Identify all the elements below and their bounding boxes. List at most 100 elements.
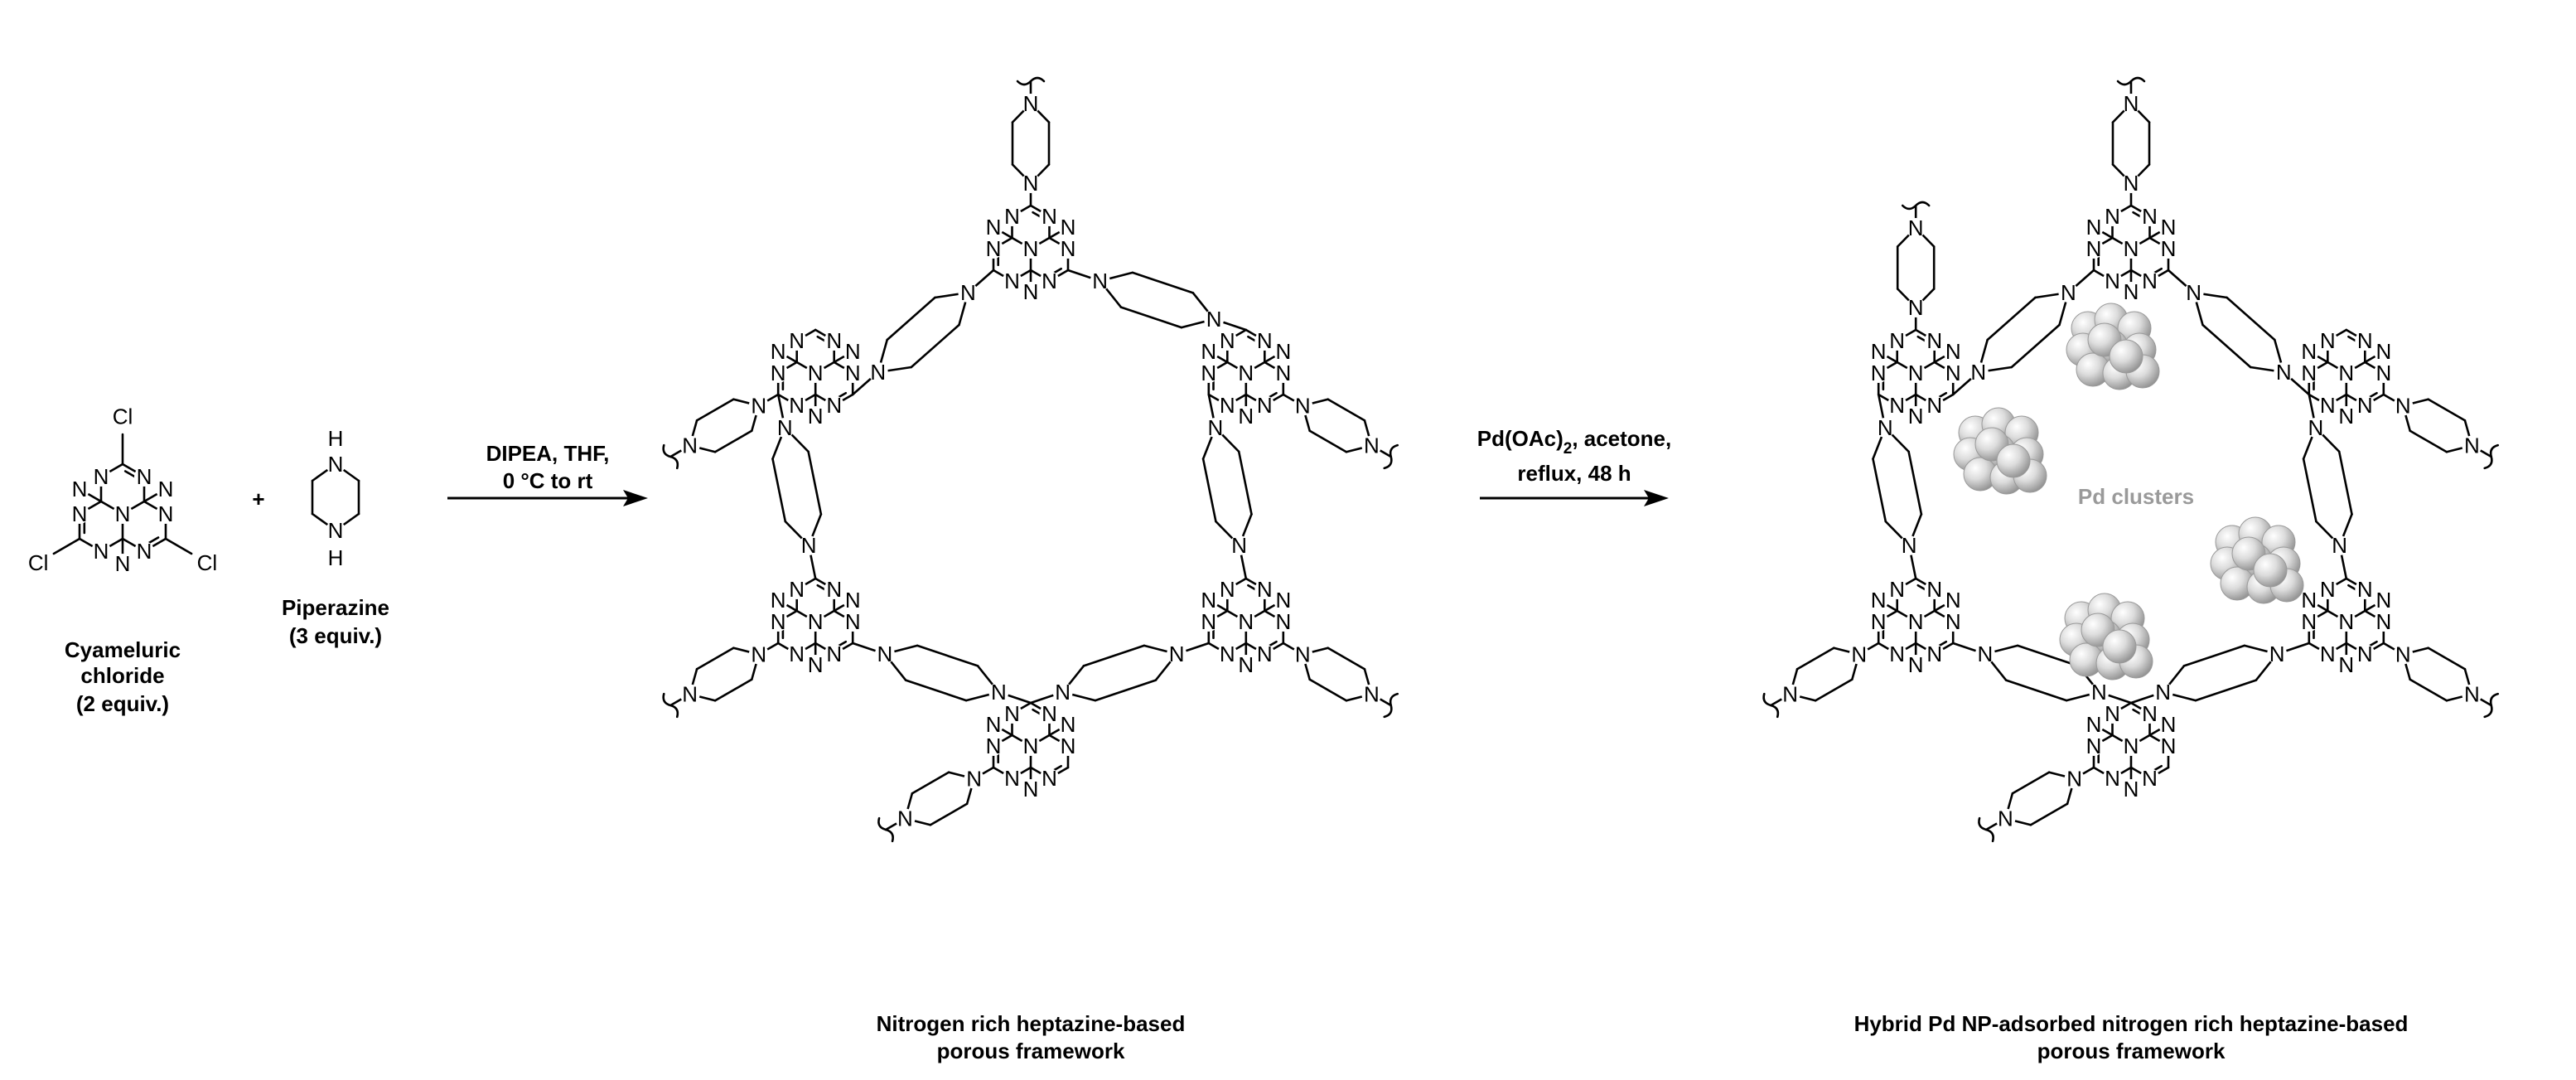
- nitrogen-atom: N: [72, 501, 88, 526]
- nitrogen-atom: N: [137, 539, 152, 564]
- nitrogen-atom: N: [2338, 652, 2354, 677]
- pd-cluster: [2210, 516, 2304, 604]
- nitrogen-atom: N: [2276, 360, 2292, 385]
- nitrogen-atom: N: [2301, 339, 2317, 364]
- nitrogen-atom: N: [2124, 777, 2139, 802]
- nitrogen-atom: N: [1220, 393, 1235, 418]
- nitrogen-atom: N: [808, 652, 824, 677]
- nitrogen-atom: N: [897, 806, 913, 831]
- nitrogen-atom: N: [1023, 279, 1039, 304]
- reaction-arrow-1: [447, 490, 648, 506]
- nitrogen-atom: N: [1275, 361, 1291, 385]
- nitrogen-atom: N: [1220, 642, 1235, 666]
- nitrogen-atom: N: [771, 361, 786, 385]
- nitrogen-atom: N: [1275, 339, 1291, 364]
- nitrogen-atom: N: [1908, 609, 1924, 634]
- nitrogen-atom: N: [682, 682, 698, 707]
- nitrogen-atom: N: [2105, 204, 2120, 229]
- product2-label-line1: Hybrid Pd NP-adsorbed nitrogen rich hept…: [1854, 1011, 2409, 1036]
- nitrogen-atom: N: [1206, 307, 1222, 332]
- nitrogen-atom: N: [1889, 393, 1905, 418]
- nitrogen-atom: N: [1042, 204, 1057, 229]
- nitrogen-atom: N: [328, 518, 344, 543]
- pd-clusters: [1953, 303, 2304, 680]
- pd-atom-sphere: [1996, 443, 2031, 478]
- nitrogen-atom: N: [1201, 609, 1216, 634]
- nitrogen-atom: N: [2124, 91, 2139, 116]
- nitrogen-atom: N: [2357, 642, 2373, 666]
- nitrogen-atom: N: [789, 393, 805, 418]
- product1-label-line1: Nitrogen rich heptazine-based: [877, 1011, 1186, 1036]
- nitrogen-atom: N: [771, 339, 786, 364]
- hydrogen-atom: H: [328, 545, 344, 570]
- nitrogen-atom: N: [2161, 734, 2177, 758]
- step2-reagents-line2: reflux, 48 h: [1517, 461, 1631, 486]
- nitrogen-atom: N: [2161, 236, 2177, 261]
- nitrogen-atom: N: [2320, 328, 2336, 353]
- nitrogen-atom: N: [2124, 236, 2139, 261]
- nitrogen-atom: N: [1908, 295, 1924, 320]
- nitrogen-atom: N: [1055, 680, 1071, 705]
- nitrogen-atom: N: [808, 404, 824, 429]
- nitrogen-atom: N: [2338, 609, 2354, 634]
- pd-cluster: [1953, 407, 2047, 495]
- nitrogen-atom: N: [2332, 533, 2347, 558]
- pd-atom-sphere: [2109, 339, 2143, 374]
- nitrogen-atom: N: [870, 360, 886, 385]
- nitrogen-atom: N: [72, 477, 88, 501]
- nitrogen-atom: N: [1004, 701, 1020, 726]
- hydrogen-atom: H: [328, 426, 344, 451]
- nitrogen-atom: N: [1238, 609, 1254, 634]
- reaction-arrow-2: [1480, 490, 1669, 506]
- nitrogen-atom: N: [1238, 404, 1254, 429]
- nitrogen-atom: N: [1889, 642, 1905, 666]
- nitrogen-atom: N: [1023, 734, 1039, 758]
- nitrogen-atom: N: [2086, 215, 2102, 240]
- nitrogen-atom: N: [1364, 682, 1380, 707]
- nitrogen-atom: N: [966, 767, 982, 792]
- nitrogen-atom: N: [2105, 269, 2120, 293]
- nitrogen-atom: N: [2357, 328, 2373, 353]
- nitrogen-atom: N: [1004, 766, 1020, 791]
- nitrogen-atom: N: [2161, 215, 2177, 240]
- nitrogen-atom: N: [826, 328, 842, 353]
- nitrogen-atom: N: [1977, 642, 1993, 666]
- nitrogen-atom: N: [2375, 339, 2391, 364]
- nitrogen-atom: N: [2124, 734, 2139, 758]
- nitrogen-atom: N: [158, 477, 174, 501]
- nitrogen-atom: N: [751, 642, 766, 667]
- cyameluric-chloride-equiv: (2 equiv.): [76, 691, 169, 716]
- nitrogen-atom: N: [1908, 216, 1924, 240]
- nitrogen-atom: N: [2186, 280, 2201, 305]
- nitrogen-atom: N: [1998, 806, 2013, 831]
- nitrogen-atom: N: [158, 501, 174, 526]
- nitrogen-atom: N: [789, 642, 805, 666]
- nitrogen-atom: N: [137, 464, 152, 489]
- nitrogen-atom: N: [1889, 577, 1905, 602]
- nitrogen-atom: N: [1231, 533, 1247, 558]
- nitrogen-atom: N: [2142, 766, 2158, 791]
- nitrogen-atom: N: [1257, 642, 1273, 666]
- cyameluric-chloride-name-line1: Cyameluric: [65, 637, 181, 662]
- nitrogen-atom: N: [2061, 280, 2076, 305]
- nitrogen-atom: N: [1220, 328, 1235, 353]
- nitrogen-atom: N: [2375, 609, 2391, 634]
- nitrogen-atom: N: [808, 609, 824, 634]
- nitrogen-atom: N: [1023, 777, 1039, 802]
- nitrogen-atom: N: [2395, 642, 2411, 667]
- nitrogen-atom: N: [789, 328, 805, 353]
- nitrogen-atom: N: [1871, 339, 1887, 364]
- nitrogen-atom: N: [2142, 701, 2158, 726]
- pd-clusters-label: Pd clusters: [2078, 484, 2194, 509]
- nitrogen-atom: N: [2320, 393, 2336, 418]
- nitrogen-atom: N: [1871, 588, 1887, 613]
- chlorine-atom: Cl: [197, 550, 218, 575]
- nitrogen-atom: N: [986, 215, 1002, 240]
- nitrogen-atom: N: [2086, 236, 2102, 261]
- plus-sign: +: [252, 487, 264, 511]
- nitrogen-atom: N: [328, 452, 344, 477]
- nitrogen-atom: N: [2375, 588, 2391, 613]
